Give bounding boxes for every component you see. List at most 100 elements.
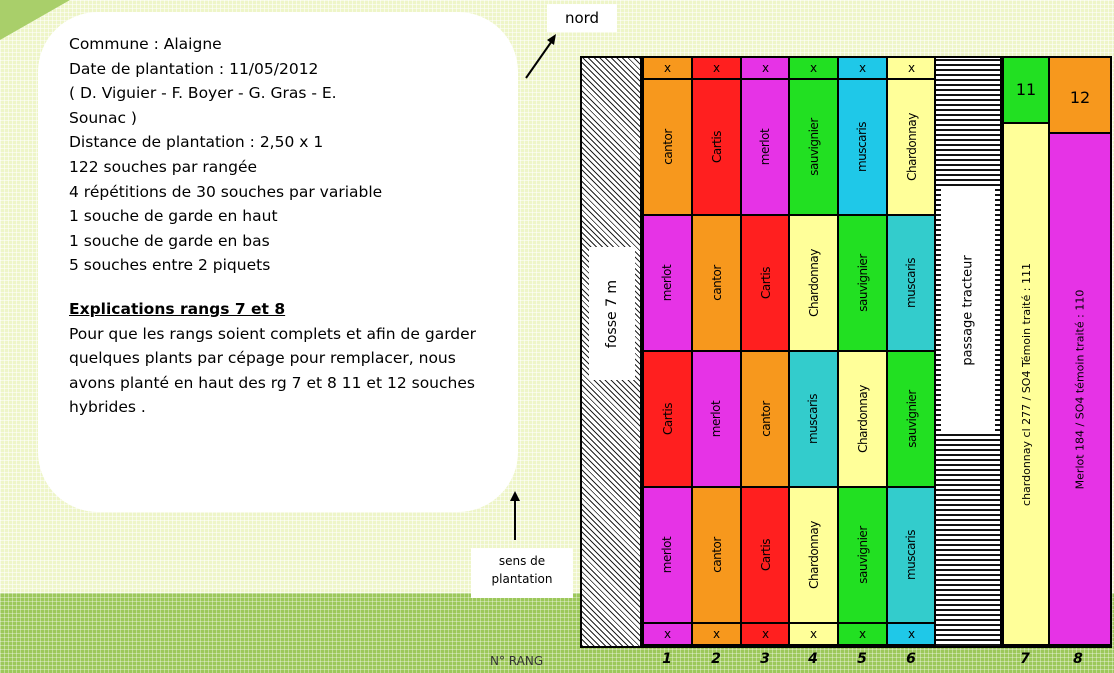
variety-block-text: sauvignier bbox=[904, 390, 919, 448]
guard-vine-bottom: x bbox=[886, 624, 935, 646]
variety-block-text: sauvignier bbox=[855, 254, 870, 312]
row-number: 7 bbox=[1020, 651, 1030, 667]
variety-block-text: merlot bbox=[660, 264, 675, 302]
variety-block: merlot bbox=[642, 488, 691, 624]
explanation-heading: Explications rangs 7 et 8 bbox=[69, 299, 286, 318]
row-7-body-text: chardonnay cl 277 / SO4 Témoin traité : … bbox=[1019, 262, 1033, 506]
info-line: 122 souches par rangée bbox=[69, 157, 258, 176]
variety-block: muscaris bbox=[788, 352, 837, 488]
info-line: ( D. Viguier - F. Boyer - G. Gras - E. bbox=[69, 84, 337, 103]
variety-block-text: Chardonnay bbox=[806, 249, 821, 317]
north-arrow-icon bbox=[525, 34, 556, 79]
guard-vine-bottom-text: x bbox=[712, 627, 721, 641]
guard-vine-top: x bbox=[642, 58, 691, 80]
variety-block: muscaris bbox=[837, 80, 886, 216]
variety-block: Cartis bbox=[642, 352, 691, 488]
guard-vine-bottom-text: x bbox=[761, 627, 770, 641]
row-number: 6 bbox=[906, 651, 916, 667]
variety-block-text: cantor bbox=[709, 537, 724, 573]
variety-block: merlot bbox=[642, 216, 691, 352]
guard-vine-top-text: x bbox=[907, 61, 916, 75]
guard-vine-bottom-text: x bbox=[809, 627, 818, 641]
variety-block: cantor bbox=[691, 488, 740, 624]
row-7-hybrid-block-text: 11 bbox=[1015, 80, 1037, 99]
guard-vine-bottom-text: x bbox=[663, 627, 672, 641]
row-8-body: Merlot 184 / SO4 témoin traité : 110 bbox=[1048, 134, 1110, 646]
ditch-label: fosse 7 m bbox=[589, 247, 635, 380]
guard-vine-bottom: x bbox=[691, 624, 740, 646]
guard-vine-top: x bbox=[788, 58, 837, 80]
row-8-hybrid-block: 12 bbox=[1048, 58, 1110, 134]
info-line: Distance de plantation : 2,50 x 1 bbox=[69, 133, 324, 152]
variety-block: sauvignier bbox=[837, 488, 886, 624]
variety-block: sauvignier bbox=[886, 352, 935, 488]
info-panel bbox=[38, 12, 518, 512]
variety-block: Chardonnay bbox=[788, 488, 837, 624]
variety-block-text: cantor bbox=[660, 129, 675, 165]
variety-block: merlot bbox=[691, 352, 740, 488]
info-line: 5 souches entre 2 piquets bbox=[69, 256, 271, 275]
guard-vine-top-text: x bbox=[712, 61, 721, 75]
variety-block: Chardonnay bbox=[788, 216, 837, 352]
variety-block: sauvignier bbox=[788, 80, 837, 216]
explanation-paragraph: Pour que les rangs soient complets et af… bbox=[69, 324, 477, 417]
direction-arrow-icon bbox=[510, 491, 520, 540]
row-8-body-text: Merlot 184 / SO4 témoin traité : 110 bbox=[1073, 289, 1087, 489]
row-number-label: N° RANG bbox=[490, 654, 544, 668]
variety-block-text: Cartis bbox=[709, 131, 724, 163]
variety-block-text: muscaris bbox=[806, 393, 821, 445]
variety-block-text: Cartis bbox=[758, 539, 773, 571]
variety-block: cantor bbox=[691, 216, 740, 352]
guard-vine-bottom-text: x bbox=[858, 627, 867, 641]
info-line: Date de plantation : 11/05/2012 bbox=[69, 59, 319, 78]
row-7-hybrid-block: 11 bbox=[1002, 58, 1048, 124]
variety-block-text: muscaris bbox=[904, 529, 919, 581]
variety-block: Cartis bbox=[740, 216, 789, 352]
variety-block-text: sauvignier bbox=[855, 526, 870, 584]
variety-block-text: muscaris bbox=[855, 121, 870, 173]
direction-label: sens de plantation bbox=[471, 548, 573, 598]
guard-vine-bottom-text: x bbox=[907, 627, 916, 641]
guard-vine-top-text: x bbox=[809, 61, 818, 75]
variety-block: sauvignier bbox=[837, 216, 886, 352]
info-line: 1 souche de garde en haut bbox=[69, 207, 278, 226]
variety-block-text: cantor bbox=[758, 401, 773, 437]
variety-block-text: merlot bbox=[709, 400, 724, 438]
variety-block: muscaris bbox=[886, 488, 935, 624]
guard-vine-top-text: x bbox=[858, 61, 867, 75]
row-number: 2 bbox=[711, 651, 721, 667]
variety-block-text: Chardonnay bbox=[904, 113, 919, 181]
variety-block-text: cantor bbox=[709, 265, 724, 301]
variety-block: Cartis bbox=[740, 488, 789, 624]
guard-vine-top: x bbox=[691, 58, 740, 80]
row-number: 3 bbox=[760, 651, 770, 667]
guard-vine-top: x bbox=[886, 58, 935, 80]
guard-vine-bottom: x bbox=[642, 624, 691, 646]
variety-block: cantor bbox=[740, 352, 789, 488]
guard-vine-bottom: x bbox=[788, 624, 837, 646]
info-line: Sounac ) bbox=[69, 108, 137, 127]
variety-block-text: sauvignier bbox=[806, 118, 821, 176]
guard-vine-top-text: x bbox=[761, 61, 770, 75]
guard-vine-top: x bbox=[740, 58, 789, 80]
variety-block-text: Cartis bbox=[660, 403, 675, 435]
row-8-hybrid-block-text: 12 bbox=[1069, 88, 1091, 107]
variety-block-text: Cartis bbox=[758, 267, 773, 299]
row-7-body: chardonnay cl 277 / SO4 Témoin traité : … bbox=[1002, 124, 1048, 646]
variety-block: Cartis bbox=[691, 80, 740, 216]
info-line: 4 répétitions de 30 souches par variable bbox=[69, 182, 383, 201]
variety-block-text: Chardonnay bbox=[855, 385, 870, 453]
guard-vine-bottom: x bbox=[837, 624, 886, 646]
ditch-label-text: fosse 7 m bbox=[604, 279, 621, 348]
guard-vine-bottom: x bbox=[740, 624, 789, 646]
north-label: nord bbox=[547, 4, 617, 32]
guard-vine-top: x bbox=[837, 58, 886, 80]
row-number: 4 bbox=[808, 651, 818, 667]
variety-block-text: merlot bbox=[758, 128, 773, 166]
row-number: 5 bbox=[857, 651, 867, 667]
guard-vine-top-text: x bbox=[663, 61, 672, 75]
variety-block-text: merlot bbox=[660, 536, 675, 574]
info-line: Commune : Alaigne bbox=[69, 35, 222, 53]
variety-block: cantor bbox=[642, 80, 691, 216]
variety-block: Chardonnay bbox=[837, 352, 886, 488]
